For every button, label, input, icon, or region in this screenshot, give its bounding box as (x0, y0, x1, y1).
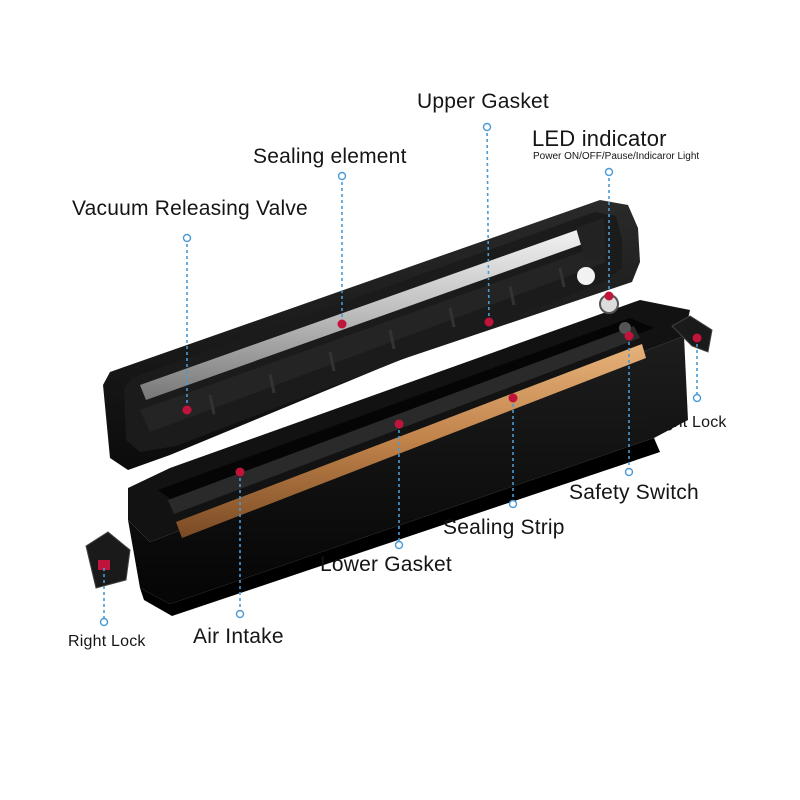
label-lower-gasket: Lower Gasket (320, 553, 452, 576)
right-lock-top-clip (671, 315, 713, 353)
label-safety-switch: Safety Switch (569, 481, 699, 504)
leader-terminals (99, 122, 702, 627)
lid-hole-icon (577, 267, 595, 285)
lower-base (128, 294, 690, 616)
label-led-indicator: LED indicator (532, 126, 667, 151)
label-vacuum-releasing-valve: Vacuum Releasing Valve (72, 197, 308, 220)
label-upper-gasket: Upper Gasket (417, 90, 549, 113)
right-lock-bottom-clip (85, 531, 131, 589)
label-right-lock-top: Right Lock (649, 414, 727, 431)
upper-lid (103, 200, 640, 470)
label-sealing-element: Sealing element (253, 145, 407, 168)
label-led-subtitle: Power ON/OFF/Pause/Indicaror Light (533, 151, 700, 162)
pin-markers (182, 291, 702, 477)
label-sealing-strip: Sealing Strip (443, 516, 565, 539)
label-air-intake: Air Intake (193, 625, 284, 648)
sealing-element-bar (140, 226, 594, 400)
leader-lines (103, 126, 698, 622)
label-right-lock-bottom: Right Lock (68, 633, 146, 650)
sealing-strip-bar (176, 344, 646, 538)
